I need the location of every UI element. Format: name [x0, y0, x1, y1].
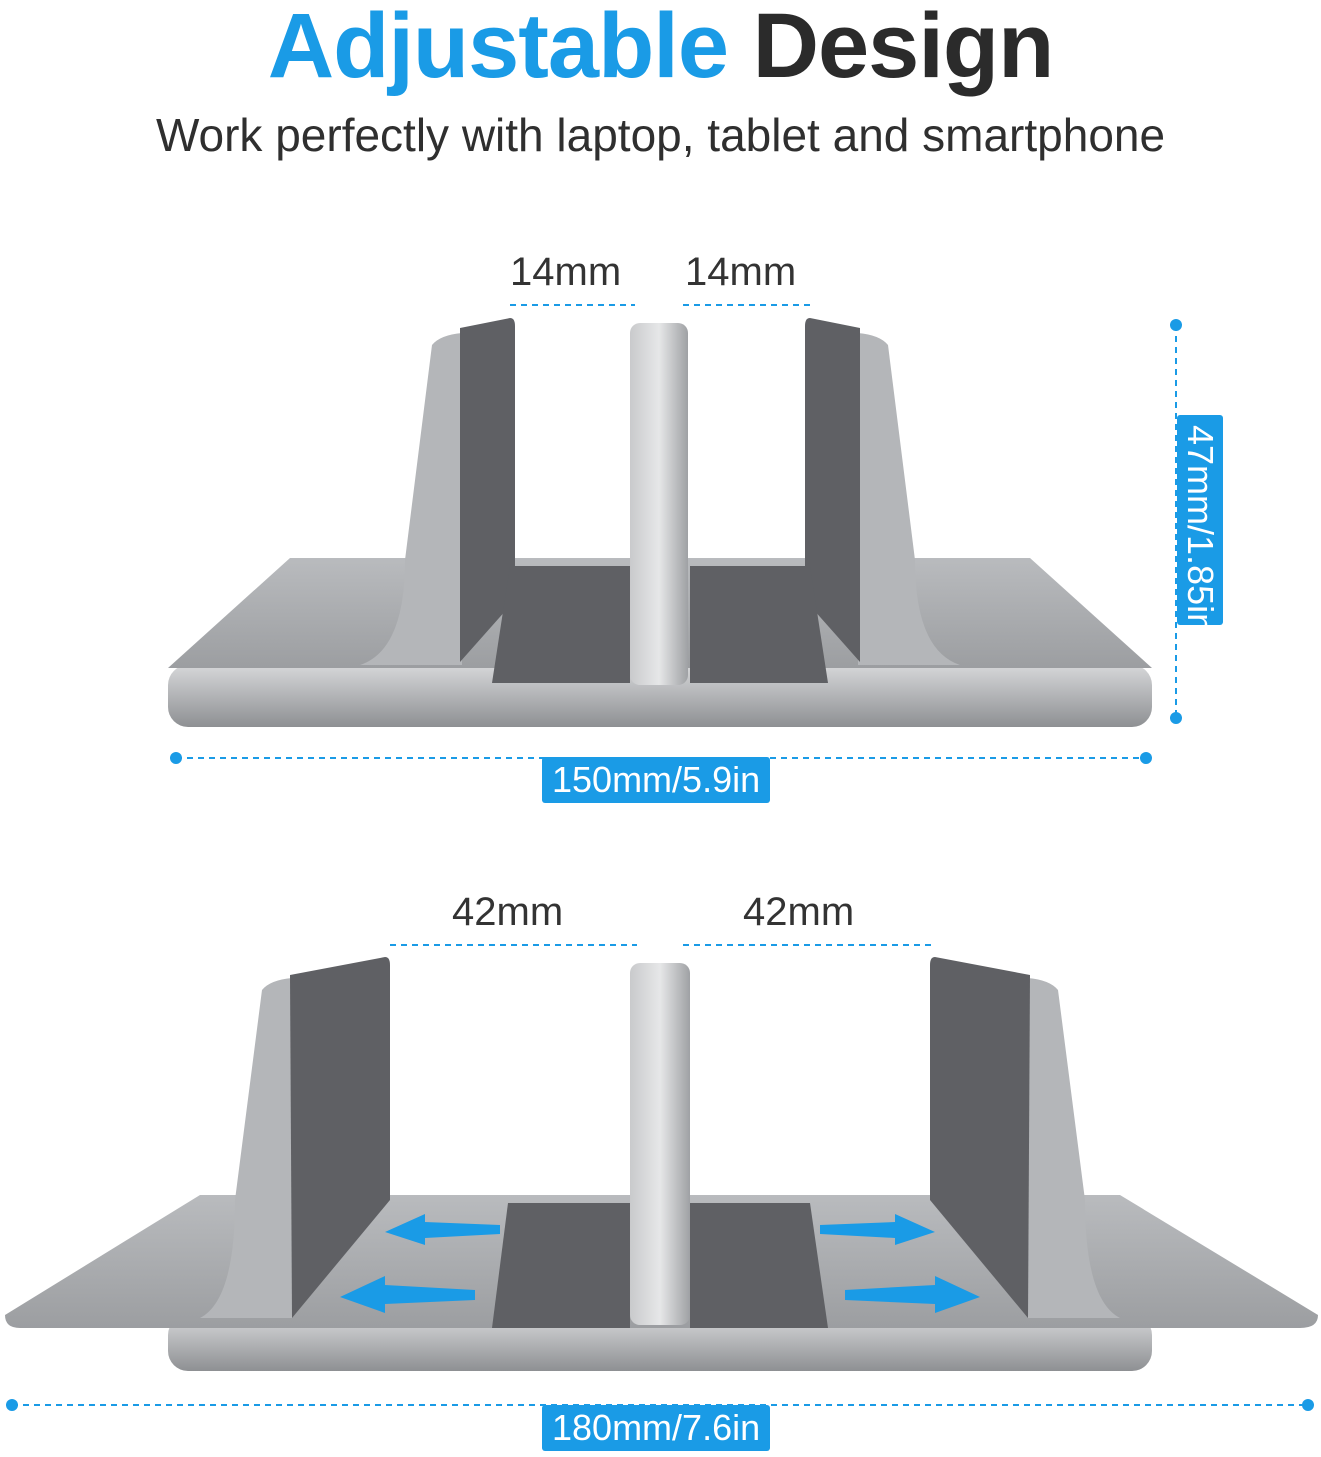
- bottom-stand: [5, 957, 1318, 1371]
- top-stand: [168, 318, 1152, 727]
- top-gap-left-label: 14mm: [510, 250, 622, 294]
- subtitle: Work perfectly with laptop, tablet and s…: [155, 109, 1166, 161]
- bottom-gap-right-label: 42mm: [743, 890, 855, 934]
- bottom-width-badge: 180mm/7.6in: [542, 1405, 771, 1451]
- dimension-lines-bottom: [12, 944, 1308, 1406]
- top-height-badge: 47mm/1.85in: [1177, 415, 1223, 633]
- top-gap-right-label: 14mm: [685, 250, 797, 294]
- bottom-gap-left-label: 42mm: [452, 890, 564, 934]
- slide-arrows: [340, 1214, 980, 1313]
- top-width-badge: 150mm/5.9in: [542, 757, 771, 803]
- page-title: Adjustable Design: [267, 0, 1055, 97]
